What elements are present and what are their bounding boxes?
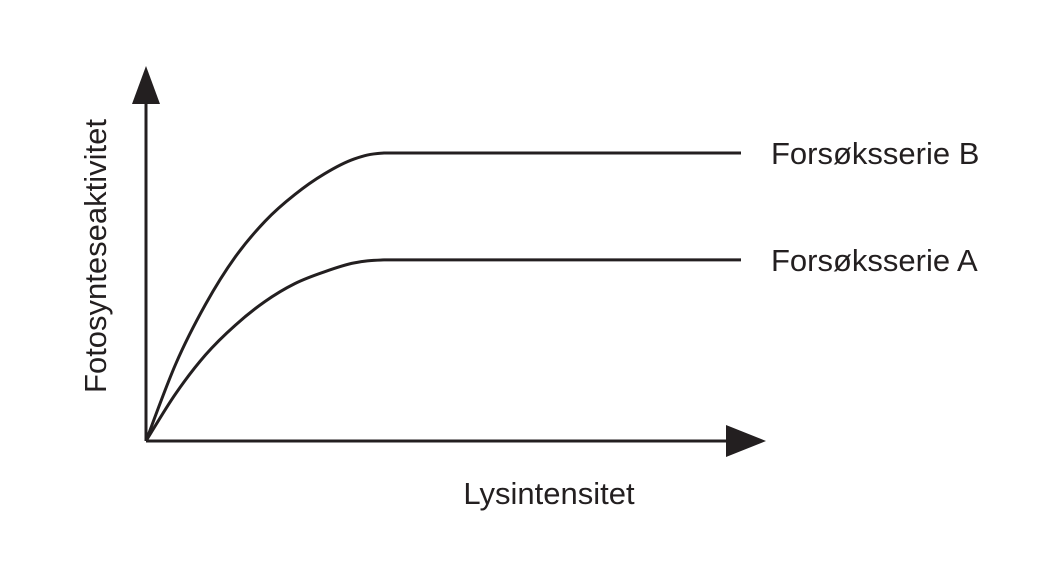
y-axis-label: Fotosynteseaktivitet [78, 119, 113, 393]
series-line-b [144, 151, 741, 442]
y-axis-arrow-icon [132, 66, 160, 104]
series-label-a: Forsøksserie A [771, 243, 978, 278]
x-axis-label: Lysintensitet [463, 476, 635, 511]
series-label-b: Forsøksserie B [771, 136, 979, 171]
x-axis-arrow-icon [726, 425, 766, 457]
series-group: Forsøksserie B Forsøksserie A [144, 136, 979, 442]
series-line-a [144, 258, 741, 442]
